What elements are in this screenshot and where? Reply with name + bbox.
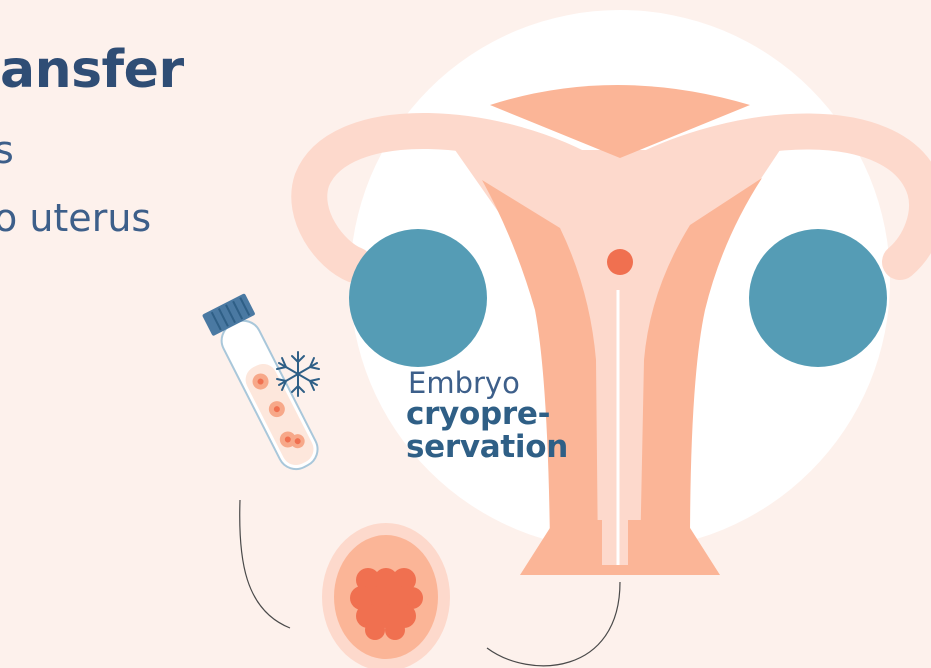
cervical-canal: [602, 290, 628, 565]
subtitle-fragment-1: s: [0, 128, 14, 172]
embryo-cluster-icon: [322, 523, 450, 668]
cryo-label-line1: Embryo: [408, 366, 520, 400]
snowflake-icon: [277, 352, 319, 396]
test-tube-icon: [202, 293, 327, 477]
connector-line-right: [487, 582, 620, 666]
left-ovary: [349, 229, 487, 367]
cryo-label-line3: servation: [406, 429, 568, 465]
subtitle-fragment-2: o uterus: [0, 196, 151, 240]
implanted-embryo: [607, 249, 633, 275]
connector-line-left: [240, 500, 290, 628]
page-title: ansfer: [0, 40, 184, 100]
right-ovary: [749, 229, 887, 367]
cryo-label-line2: cryopre-: [406, 396, 550, 432]
